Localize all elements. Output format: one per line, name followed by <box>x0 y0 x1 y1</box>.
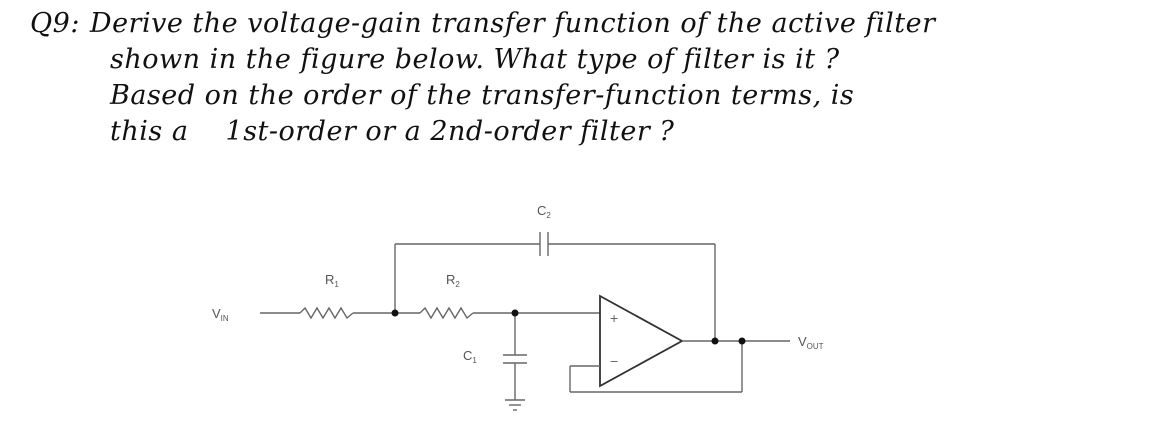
question-line-1: Q9: Derive the voltage-gain transfer func… <box>30 6 1150 42</box>
question-line-4-start: this a <box>110 116 189 147</box>
question-text: Q9: Derive the voltage-gain transfer func… <box>30 6 1150 150</box>
question-line-3: Based on the order of the transfer-funct… <box>110 80 855 111</box>
c1-label: C1 <box>463 348 477 365</box>
question-line-4-end: 1st-order or a 2nd-order filter ? <box>225 116 675 147</box>
r1-label: R1 <box>325 272 339 289</box>
resistor-r1 <box>299 306 354 320</box>
question-line-4: this a 1st-order or a 2nd-order filter ? <box>30 114 1150 150</box>
c2-label: C2 <box>537 203 551 220</box>
ground-icon <box>505 399 525 411</box>
opamp-plus-sign: + <box>610 310 618 326</box>
junction-node-output-c2 <box>711 337 719 345</box>
opamp-icon <box>599 294 684 388</box>
junction-node-output-feedback <box>738 337 746 345</box>
vout-label: VOUT <box>798 334 824 351</box>
junction-node-r1-r2 <box>391 309 399 317</box>
question-line-2: shown in the figure below. What type of … <box>110 44 840 75</box>
opamp-minus-sign: − <box>610 353 618 369</box>
resistor-r2 <box>419 306 474 320</box>
vin-label: VIN <box>212 306 229 323</box>
r2-label: R2 <box>446 272 460 289</box>
question-number: Q9: <box>30 8 80 39</box>
question-line-1-text: Derive the voltage-gain transfer functio… <box>89 8 936 39</box>
junction-node-c1 <box>511 309 519 317</box>
